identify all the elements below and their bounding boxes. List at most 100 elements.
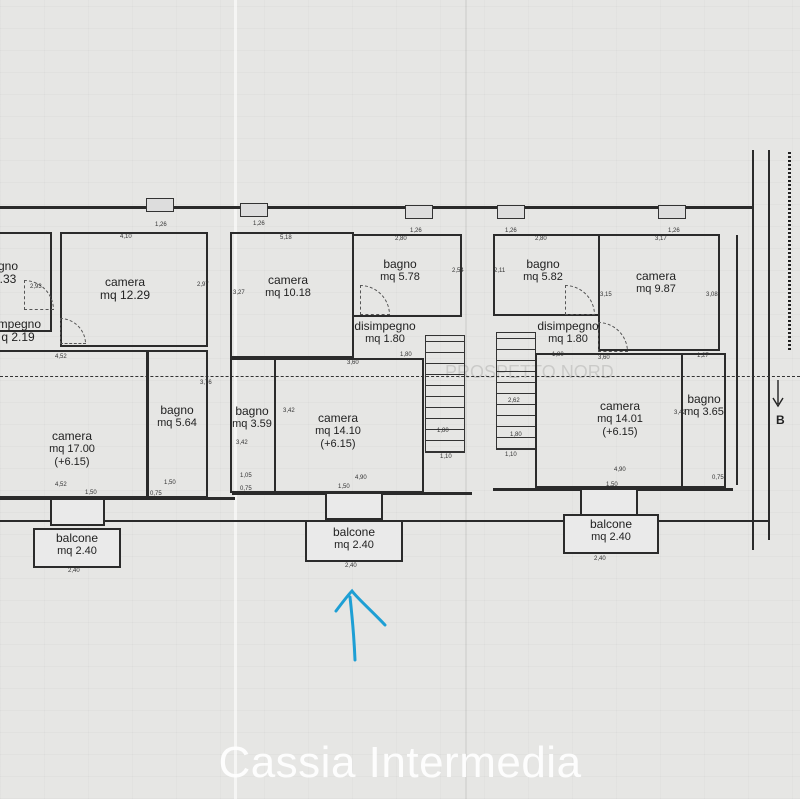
dimension-label: 2,97 (197, 282, 209, 288)
room-area: mq 2.40 (334, 539, 374, 551)
room-extra-area: (+6.15) (320, 438, 356, 450)
dimension-label: 2,40 (594, 556, 606, 562)
hatched-edge (788, 150, 791, 350)
dimension-label: 1,26 (155, 222, 167, 228)
room-name: bagno (526, 257, 560, 271)
room-name: gno (0, 259, 19, 273)
dimension-label: 4,52 (55, 354, 67, 360)
room-extra-area: (+6.15) (54, 456, 90, 468)
room-u1-balcone (33, 528, 121, 568)
dimension-label: 1,26 (410, 228, 422, 234)
room-name: disimpegno (537, 319, 599, 333)
staircase (425, 335, 465, 453)
room-area: mq 12.29 (99, 288, 151, 302)
room-name: bagno (160, 403, 194, 417)
dimension-label: 3,27 (233, 290, 245, 296)
room-u1-bagno-partial (0, 232, 52, 332)
dimension-label: 1,26 (253, 221, 265, 227)
dimension-label: 1,80 (437, 428, 449, 434)
room-area: mq 5.64 (157, 417, 197, 429)
room-name: balcone (589, 517, 633, 531)
dimension-label: 2,11 (494, 268, 506, 274)
dimension-label: 1,26 (505, 228, 517, 234)
outer-wall-top (0, 206, 752, 209)
dimension-label: 4,10 (120, 234, 132, 240)
room-area: mq 17.00 (49, 443, 95, 455)
dimension-label: 1,05 (240, 473, 252, 479)
room-name: bagno (687, 392, 721, 406)
room-area: .33 (0, 272, 17, 286)
dimension-label: 2,40 (345, 563, 357, 569)
room-area: mq 5.78 (380, 271, 420, 283)
room-label: gno.33 (0, 260, 18, 286)
dimension-label: 1,27 (697, 353, 709, 359)
dimension-label: 1,50 (85, 490, 97, 496)
dimension-label: 3,42 (674, 410, 686, 416)
room-area: mq 10.18 (265, 287, 311, 299)
dimension-label: 2,93 (30, 284, 42, 290)
room-name: camera (51, 429, 92, 443)
room-name: camera (267, 273, 308, 287)
dimension-label: 3,60 (598, 355, 610, 361)
dimension-label: 3,08 (706, 292, 718, 298)
room-name: bagno (235, 404, 269, 418)
room-extra-area: (+6.15) (602, 426, 638, 438)
dimension-label: 1,10 (440, 454, 452, 460)
section-arrow-icon (772, 380, 784, 408)
room-name: impegno (0, 317, 42, 331)
room-area: mq 2.40 (591, 531, 631, 543)
room-area: mq 3.59 (232, 418, 272, 430)
side-wall (752, 150, 754, 550)
dimension-label: 1,80 (552, 352, 564, 358)
room-name: camera (104, 275, 146, 289)
dimension-label: 1,80 (510, 432, 522, 438)
room-area: mq 1.80 (365, 333, 405, 345)
room-area: mq 14.01 (597, 413, 643, 425)
dimension-label: 2,80 (395, 236, 407, 242)
room-area: mq 14.10 (315, 425, 361, 437)
dimension-label: 4,90 (355, 475, 367, 481)
outer-wall-bottom-1 (0, 497, 235, 500)
dimension-label: 0,75 (712, 475, 724, 481)
paper-fold (234, 0, 237, 799)
room-name: bagno (383, 257, 417, 271)
dimension-label: 2,54 (452, 268, 464, 274)
paper-crease (465, 0, 467, 799)
room-u3-bagno-small (681, 353, 726, 488)
section-marker: B (776, 413, 785, 427)
dimension-label: 4,90 (614, 467, 626, 473)
room-u1-camera (60, 232, 208, 347)
room-u2-balcone (305, 520, 403, 562)
dimension-label: 1,26 (668, 228, 680, 234)
room-u3-camera (598, 234, 720, 351)
watermark: Cassia Intermedia (218, 738, 582, 787)
balcony-door (325, 492, 383, 520)
dimension-label: 2,62 (508, 398, 520, 404)
dimension-label: 3,76 (200, 380, 212, 386)
side-wall-inner (736, 235, 738, 485)
room-u1-bagno (147, 350, 208, 498)
room-name: balcone (55, 531, 99, 545)
dimension-label: 2,40 (68, 568, 80, 574)
balcony-door (50, 498, 105, 526)
window (658, 205, 686, 219)
room-u2-bagno (352, 234, 462, 317)
dimension-label: 1,80 (400, 352, 412, 358)
window (497, 205, 525, 219)
room-name: disimpegno (354, 319, 416, 333)
section-line (0, 376, 800, 377)
